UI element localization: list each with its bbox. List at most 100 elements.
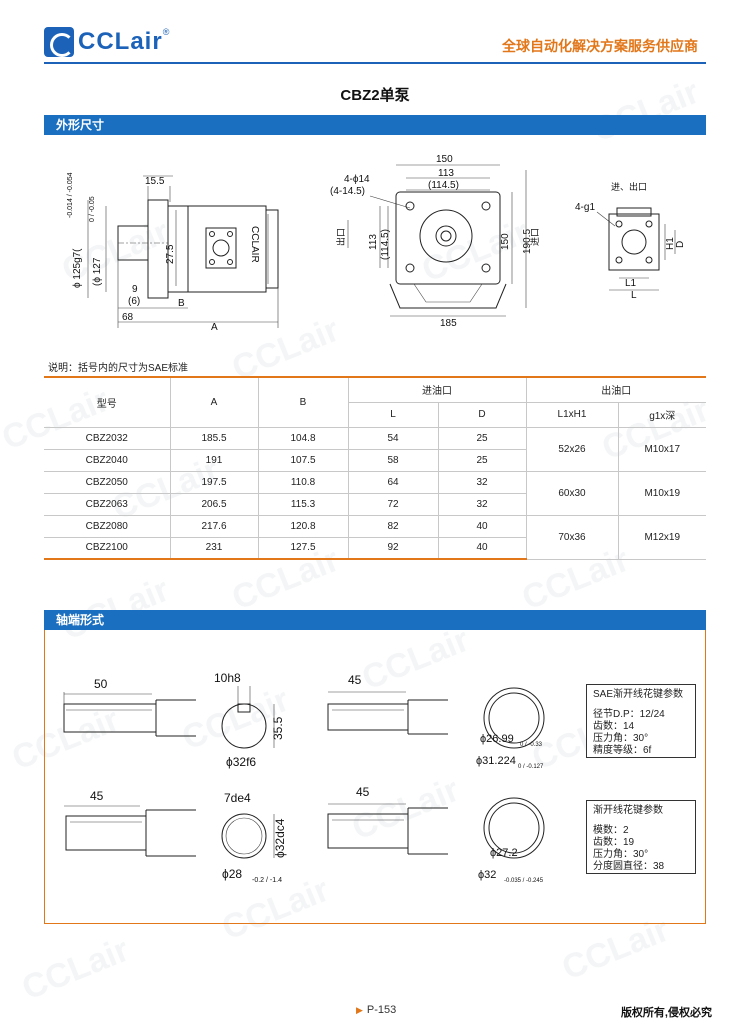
sae-spline-params: SAE渐开线花键参数 径节D.P：12/24 齿数：14 压力角：30° 精度等…: [586, 684, 696, 758]
copyright: 版权所有,侵权必究: [620, 1007, 712, 1019]
table-row: CBZ2050 197.5 110.8 64 32 60x30 M10x19: [44, 471, 706, 516]
dim-text: 50: [94, 677, 108, 691]
cell-a: 185.5: [170, 427, 259, 450]
cell-l: 72: [348, 493, 439, 516]
col-header-inlet: 进油口: [348, 376, 527, 403]
dim-text: ϕ 125g7(: [72, 248, 83, 288]
dim-text: ϕ27.2: [490, 847, 518, 859]
dim-text: ϕ32dc4: [273, 818, 287, 858]
cell-l: 92: [348, 537, 439, 560]
dim-text: 0 / -0.33: [520, 742, 543, 748]
triangle-icon: ▶: [356, 1005, 363, 1015]
dim-text: 150: [436, 154, 453, 165]
cell-model: CBZ2050: [44, 471, 171, 494]
shaft-drawing-keyed: 50 10h8 35.5 ϕ32f6 45 ϕ26.99 0 / -0.33 ϕ…: [56, 670, 556, 780]
cell-model: CBZ2032: [44, 427, 171, 450]
brand-name: CCLair: [78, 28, 163, 55]
col-header-d: D: [438, 402, 527, 428]
cell-g1: M12x19: [618, 515, 706, 560]
table-row: CBZ2032 185.5 104.8 54 25 52x26 M10x17: [44, 427, 706, 472]
dim-text: -0.035 / -0.245: [504, 878, 544, 884]
dim-text: ϕ31.224: [476, 755, 516, 767]
involute-spline-title: 渐开线花键参数: [593, 805, 663, 816]
col-header-outlet: 出油口: [526, 376, 706, 403]
dim-text: (114.5): [380, 229, 391, 260]
dim-text: H1: [665, 237, 676, 250]
dim-text: 10h8: [214, 671, 241, 685]
col-header-model: 型号: [44, 376, 171, 428]
dim-text: 15.5: [145, 176, 165, 187]
cell-a: 191: [170, 449, 259, 472]
sae-spline-line: 精度等级：6f: [593, 745, 652, 756]
table-row: CBZ2100 231 127.5 92 40: [44, 537, 706, 560]
table-row: CBZ2063 206.5 115.3 72 32: [44, 493, 706, 516]
dim-text: (114.5): [428, 180, 459, 191]
table-row: CBZ2080 217.6 120.8 82 40 70x36 M12x19: [44, 515, 706, 560]
cell-d: 25: [438, 449, 527, 472]
cell-l: 54: [348, 427, 439, 450]
cell-d: 40: [438, 537, 527, 560]
cell-l1h1: 70x36: [526, 515, 619, 560]
cell-g1: M10x17: [618, 427, 706, 472]
cell-l: 58: [348, 449, 439, 472]
dim-text: 45: [90, 789, 104, 803]
dim-text: 113: [368, 234, 379, 250]
watermark: CCLair: [16, 930, 135, 1008]
section-bar-shaft: 轴端形式: [44, 610, 706, 630]
dim-text: (6): [128, 296, 140, 307]
sae-spline-line: 压力角：30°: [593, 733, 649, 744]
front-view-drawing: 150 113 (114.5) 4-ϕ14 (4-14.5) 185 113 (…: [330, 150, 545, 330]
cell-l1h1: 52x26: [526, 427, 619, 472]
dim-text: -0.2 / -1.4: [252, 877, 282, 884]
registered-mark: ®: [162, 27, 170, 37]
spec-table: 型号 A B 进油口 出油口 L D L1xH1 g1x深 CBZ2032 18…: [44, 376, 706, 560]
dim-text: 7de4: [224, 791, 251, 805]
cell-model: CBZ2100: [44, 537, 171, 560]
dim-text: L1: [625, 278, 637, 289]
cell-a: 231: [170, 537, 259, 560]
table-row: CBZ2040 191 107.5 58 25: [44, 449, 706, 472]
cell-b: 115.3: [258, 493, 349, 516]
col-header-g1: g1x深: [618, 402, 706, 428]
cell-a: 206.5: [170, 493, 259, 516]
cell-model: CBZ2080: [44, 515, 171, 538]
dim-text: 0 / -0.05: [89, 196, 96, 222]
cell-b: 110.8: [258, 471, 349, 494]
inlet-label: 进口: [530, 228, 540, 246]
cell-b: 104.8: [258, 427, 349, 450]
dim-text: 113: [438, 168, 454, 179]
cell-l: 64: [348, 471, 439, 494]
sae-spline-line: 齿数：14: [593, 721, 635, 732]
dim-text: ϕ32f6: [226, 755, 256, 769]
page-title: CBZ2单泵: [340, 87, 410, 104]
dim-text: D: [675, 241, 686, 248]
dim-text: 150: [500, 233, 511, 250]
cell-l1h1: 60x30: [526, 471, 619, 516]
cell-b: 107.5: [258, 449, 349, 472]
involute-spline-line: 压力角：30°: [593, 849, 649, 860]
dim-text: 35.5: [271, 716, 285, 740]
header-divider: [44, 62, 706, 64]
involute-spline-params: 渐开线花键参数 模数：2 齿数：19 压力角：30° 分度圆直径：38: [586, 800, 696, 874]
dim-text: 0 / -0.127: [518, 764, 544, 770]
cell-d: 32: [438, 493, 527, 516]
brand-logo: CCLair ®: [44, 24, 169, 60]
col-header-a: A: [170, 376, 259, 428]
dim-text: B: [178, 298, 185, 309]
dim-text: 4-ϕ14: [344, 174, 370, 185]
slogan: 全球自动化解决方案服务供应商: [502, 38, 698, 54]
dim-text: 190.5: [522, 229, 533, 254]
port-detail-drawing: 进、出口 4-g1 H1 D L1 L: [575, 180, 695, 300]
dim-text: (ϕ 127: [92, 257, 103, 286]
shaft-frame: [44, 630, 706, 924]
dim-text: 4-g1: [575, 202, 595, 213]
dim-text: 9: [132, 284, 138, 295]
side-view-drawing: 15.5 CCLAIR ϕ 125g7( -0.014 / -0.054 (ϕ …: [48, 168, 290, 338]
col-header-b: B: [258, 376, 349, 428]
involute-spline-line: 模数：2: [593, 825, 629, 836]
cell-d: 40: [438, 515, 527, 538]
cell-model: CBZ2040: [44, 449, 171, 472]
involute-spline-line: 齿数：19: [593, 837, 635, 848]
dim-text: (4-14.5): [330, 186, 365, 197]
dim-text: 45: [348, 673, 362, 687]
